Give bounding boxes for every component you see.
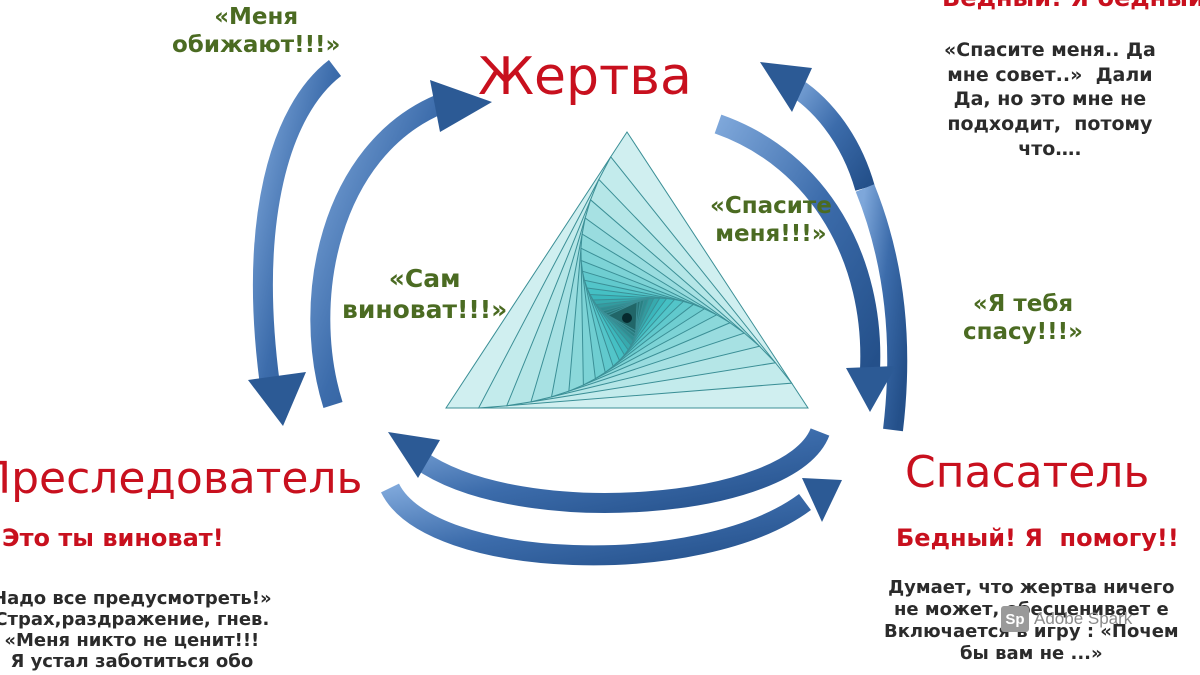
quote-save-me: «Спасите меня!!!» [710,193,832,248]
arrow-rescuer-to-persecutor [388,427,830,513]
role-top-right-cut-label: Бедный! Я бедный [942,0,1200,13]
role-victim-label: Жертва [478,47,692,107]
arrow-victim-to-rescuer [714,114,896,412]
spiral-center [622,313,632,323]
rescuer-headline: Бедный! Я помогу!! [896,524,1179,552]
rescuer-body: Думает, что жертва ничего не может, обес… [884,577,1179,664]
role-persecutor-label: Преследователь [0,453,363,504]
arrow-victim-to-persecutor [248,60,342,426]
quote-self-blame: «Сам виноват!!!» [342,264,508,324]
victim-body: «Спасите меня.. Да мне совет..» Дали Да,… [944,39,1156,160]
arrow-persecutor-to-rescuer [381,478,842,566]
adobe-spark-logo-icon: Sp [1001,606,1029,632]
persecutor-body: Надо все предусмотреть!» Страх,раздражен… [0,588,272,673]
spiral-triangle-graphic [445,131,809,409]
quote-i-will-save: «Я тебя спасу!!!» [963,291,1083,346]
arrow-rescuer-to-victim [760,62,908,432]
watermark-label: Adobe Spark [1034,609,1133,628]
adobe-spark-watermark: Sp Adobe Spark [1001,606,1132,632]
persecutor-headline: Это ты виноват! [2,524,224,552]
role-rescuer-label: Спасатель [905,447,1150,498]
quote-victim-cry: «Меня обижают!!!» [172,4,341,59]
arrow-persecutor-to-victim [310,80,492,408]
